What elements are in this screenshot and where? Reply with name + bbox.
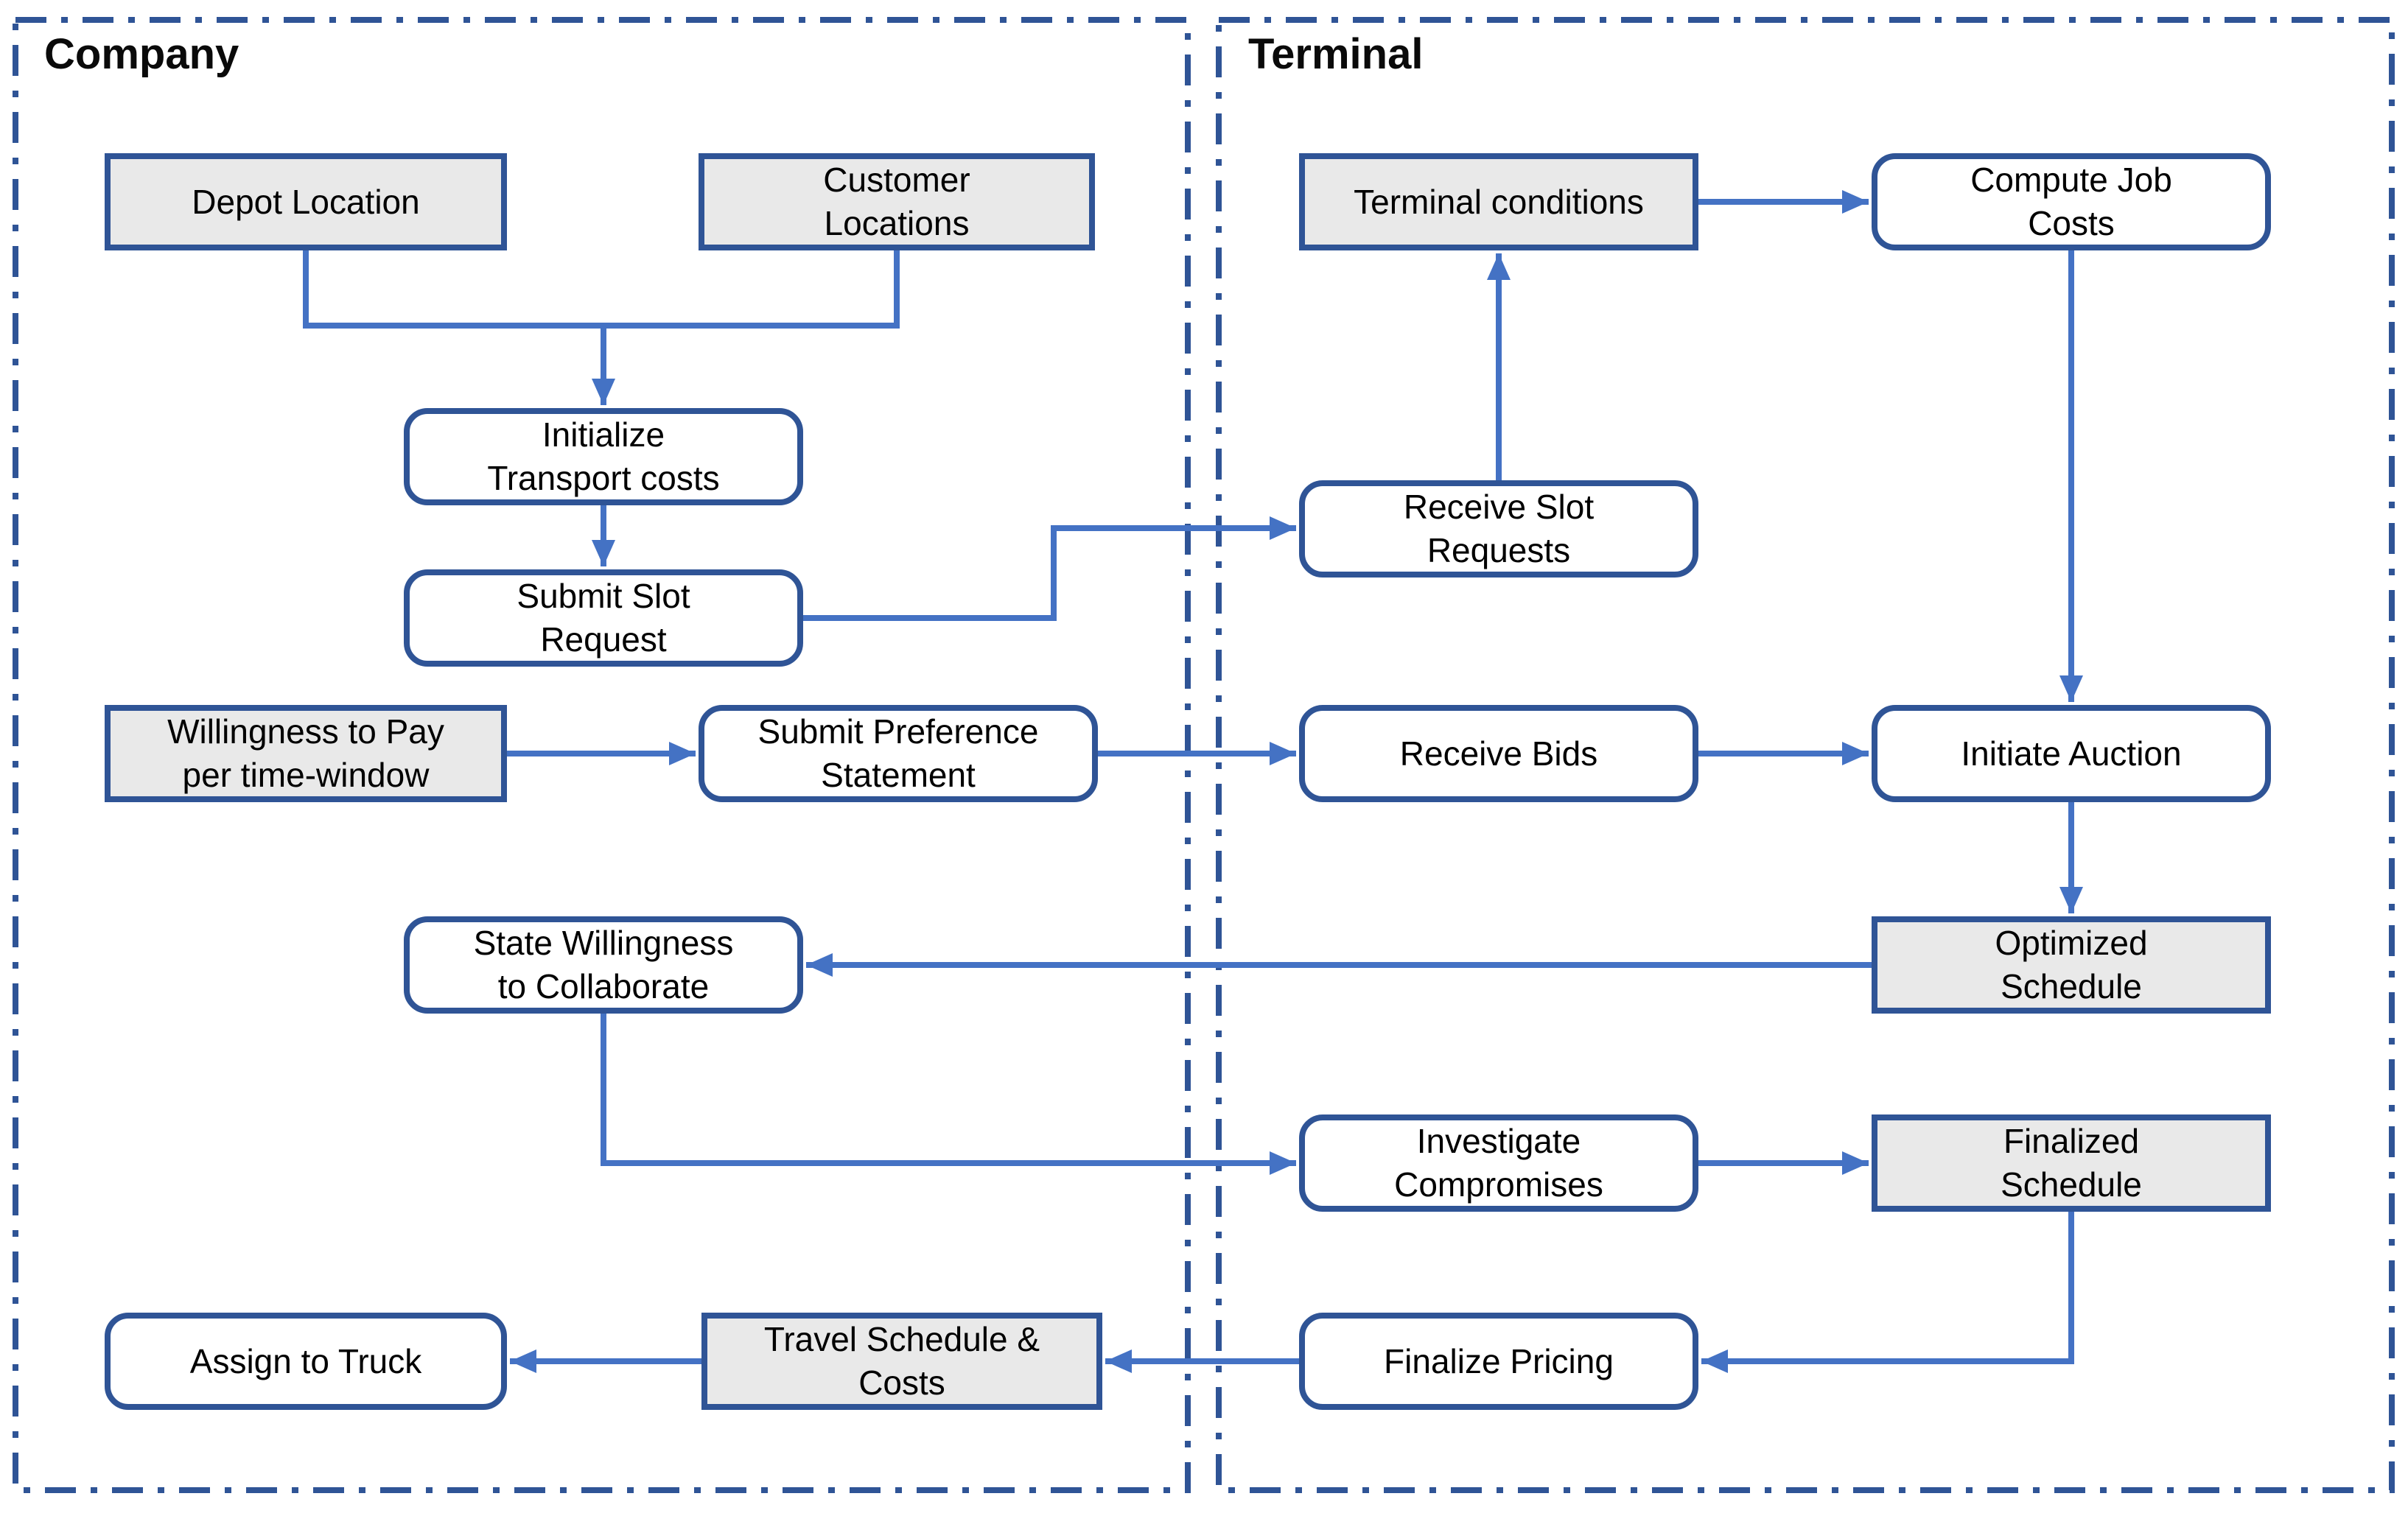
- lane-terminal-border: [1216, 17, 2395, 1493]
- node-receive-slot-requests: Receive Slot Requests: [1299, 480, 1698, 578]
- node-terminal-conditions: Terminal conditions: [1299, 153, 1698, 250]
- connector-submit-slot-to-receive-slot-requests: [803, 516, 1296, 621]
- node-depot-location: Depot Location: [105, 153, 507, 250]
- connector-finalized-schedule-to-finalize-pricing: [1701, 1212, 2074, 1373]
- node-submit-slot-request: Submit Slot Request: [404, 569, 803, 667]
- node-optimized-schedule: Optimized Schedule: [1872, 916, 2271, 1014]
- connector-depot-customer-merge: [303, 250, 900, 329]
- node-submit-preference-statement: Submit Preference Statement: [699, 705, 1098, 802]
- node-travel-schedule-costs: Travel Schedule & Costs: [701, 1313, 1102, 1410]
- connector-state-willingness-to-investigate-compromises: [601, 1014, 1296, 1175]
- node-compute-job-costs: Compute Job Costs: [1872, 153, 2271, 250]
- node-investigate-compromises: Investigate Compromises: [1299, 1114, 1698, 1212]
- lane-title-terminal: Terminal: [1248, 30, 1424, 78]
- node-initiate-auction: Initiate Auction: [1872, 705, 2271, 802]
- node-receive-bids: Receive Bids: [1299, 705, 1698, 802]
- node-assign-to-truck: Assign to Truck: [105, 1313, 507, 1410]
- node-finalized-schedule: Finalized Schedule: [1872, 1114, 2271, 1212]
- node-finalize-pricing: Finalize Pricing: [1299, 1313, 1698, 1410]
- lane-title-company: Company: [44, 30, 239, 78]
- node-state-willingness-to-collaborate: State Willingness to Collaborate: [404, 916, 803, 1014]
- node-initialize-transport-costs: Initialize Transport costs: [404, 408, 803, 505]
- node-willingness-to-pay: Willingness to Pay per time-window: [105, 705, 507, 802]
- node-customer-locations: Customer Locations: [699, 153, 1095, 250]
